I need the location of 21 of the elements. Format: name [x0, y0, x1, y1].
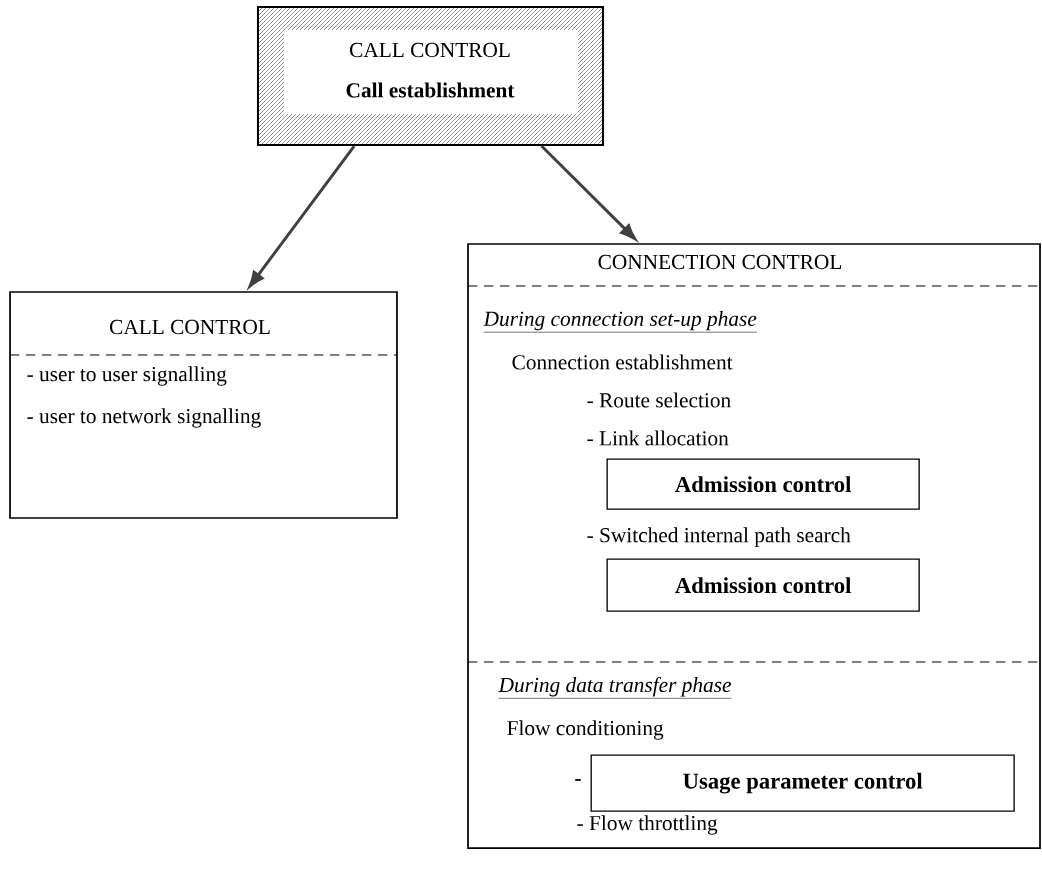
process-box: Admission control: [606, 558, 920, 612]
list-item: - user to network signalling: [27, 408, 261, 428]
process-box: Usage parameter control: [590, 754, 1015, 812]
heading: CALL CONTROL: [350, 42, 510, 58]
heading: CALL CONTROL: [110, 319, 270, 335]
text-box: [9, 291, 398, 519]
section-heading: During data transfer phase: [498, 676, 732, 699]
arrow: [248, 145, 356, 288]
list-item: - user to user signalling: [27, 366, 227, 386]
list-item: - Switched internal path search: [587, 527, 851, 547]
subheading: Call establishment: [346, 82, 515, 98]
list-item: - Flow throttling: [577, 815, 718, 835]
list-item: - Route selection: [587, 392, 731, 408]
list-item: - Link allocation: [587, 430, 729, 446]
hatched-box: [256, 6, 605, 146]
list-item: Flow conditioning: [507, 720, 664, 740]
process-box: Admission control: [606, 458, 920, 510]
dash-text: -: [575, 779, 581, 781]
section-heading: During connection set-up phase: [483, 311, 757, 333]
heading: CONNECTION CONTROL: [598, 254, 842, 270]
list-item: Connection establishment: [512, 354, 733, 370]
